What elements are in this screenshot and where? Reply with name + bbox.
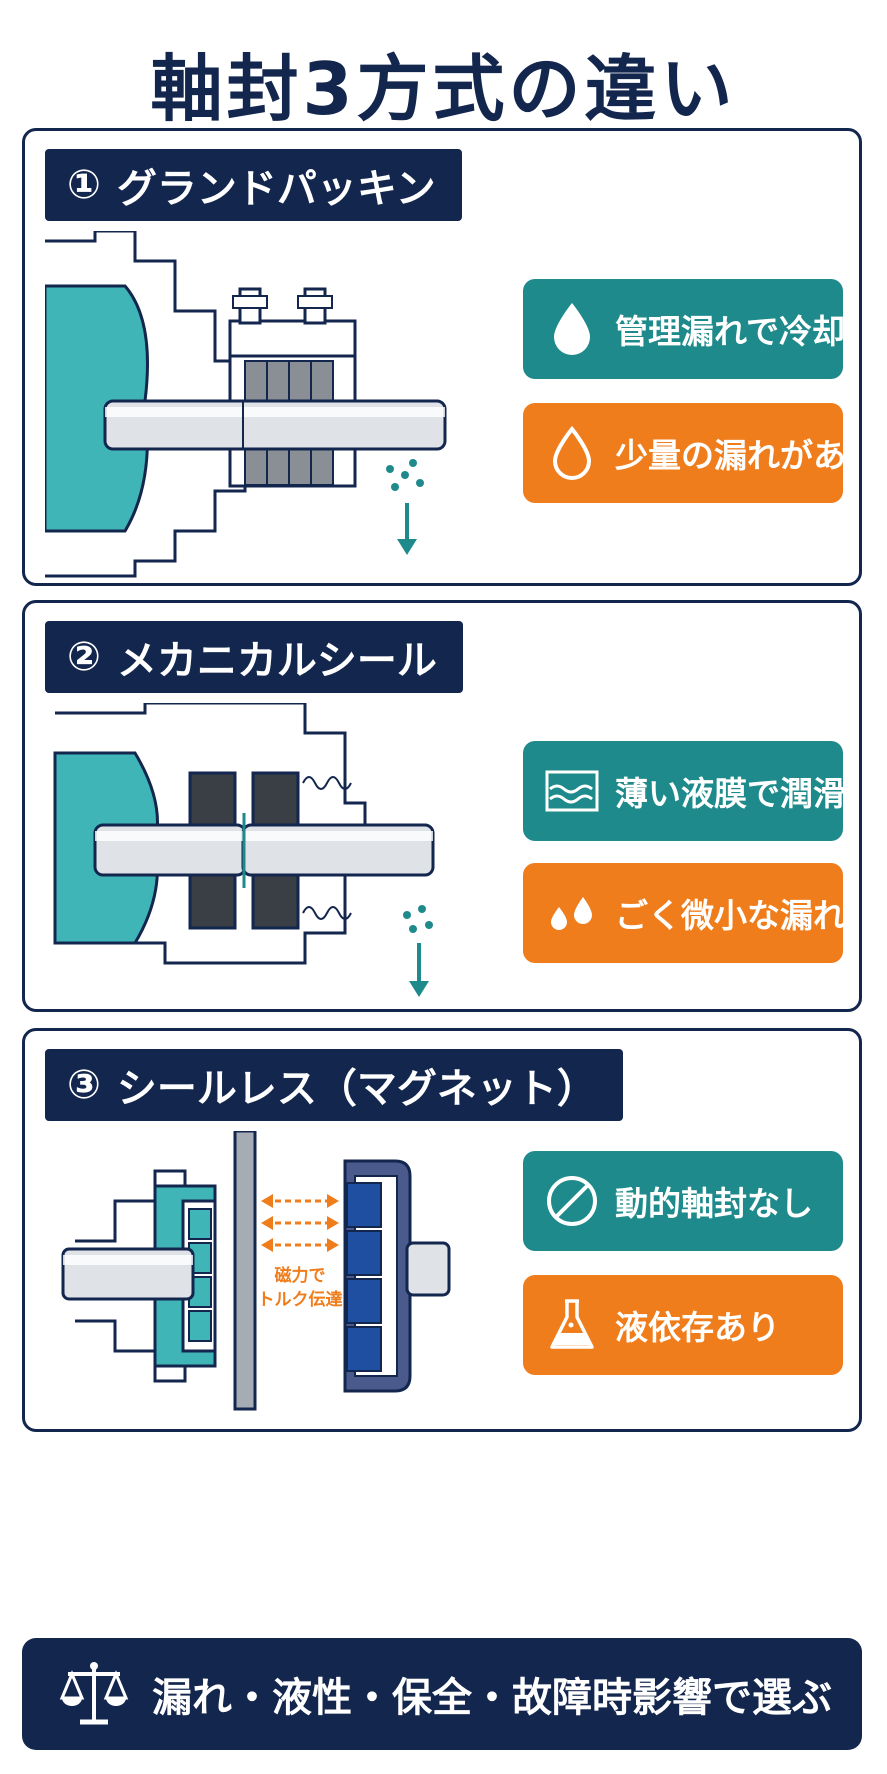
flask-icon [543, 1296, 601, 1354]
tag-minimal-leakage: ごく微小な漏れがある [523, 863, 859, 963]
tag-label: 少量の漏れがある [615, 436, 862, 475]
section-number: ② [67, 634, 101, 680]
tag-no-dynamic-seal: 動的軸封なし [523, 1151, 843, 1251]
water-drop-outline-icon [543, 424, 601, 482]
section-header: ① グランドパッキン [45, 149, 462, 221]
section-number: ① [67, 162, 101, 208]
magnetic-torque-label-line2: トルク伝達 [258, 1289, 343, 1310]
gland-packing-diagram [45, 231, 447, 578]
section-header: ② メカニカルシール [45, 621, 463, 693]
section-header: ③ シールレス（マグネット） [45, 1049, 623, 1121]
water-drop-icon [543, 300, 601, 358]
section-title: メカニカルシール [116, 638, 437, 684]
tag-thin-film-lubrication: 薄い液膜で潤滑 [523, 741, 846, 841]
prohibited-icon [543, 1172, 601, 1230]
small-drops-icon [543, 884, 601, 942]
section-gland-packing: ① グランドパッキン [22, 128, 862, 586]
footer-banner: 漏れ・液性・保全・故障時影響で選ぶ [22, 1638, 862, 1750]
magnetic-torque-label-line1: 磁力で [275, 1265, 326, 1286]
page-title: 軸封3方式の違い [150, 47, 737, 131]
tag-label: 動的軸封なし [615, 1184, 813, 1223]
section-mechanical-seal: ② メカニカルシール 薄い液膜で潤滑 [22, 600, 862, 1012]
tag-liquid-dependent: 液依存あり [523, 1275, 843, 1375]
tag-label: ごく微小な漏れがある [615, 896, 859, 935]
footer-text: 漏れ・液性・保全・故障時影響で選ぶ [152, 1675, 832, 1721]
mechanical-seal-diagram [53, 703, 435, 997]
section-title: シールレス（マグネット） [116, 1066, 597, 1112]
section-sealless-magnetic: ③ シールレス（マグネット） [22, 1028, 862, 1432]
tag-small-leakage: 少量の漏れがある [523, 403, 859, 503]
tag-label: 管理漏れで冷却 [615, 312, 846, 351]
tag-label: 薄い液膜で潤滑 [615, 774, 846, 813]
magnetic-drive-diagram: 磁力で トルク伝達 [61, 1131, 451, 1411]
section-number: ③ [67, 1062, 101, 1108]
tag-managed-leakage-cooling: 管理漏れで冷却 [523, 279, 846, 379]
section-title: グランドパッキン [116, 166, 436, 212]
balance-scale-icon [58, 1658, 130, 1730]
tag-label: 液依存あり [615, 1308, 780, 1347]
liquid-film-icon [543, 762, 601, 820]
